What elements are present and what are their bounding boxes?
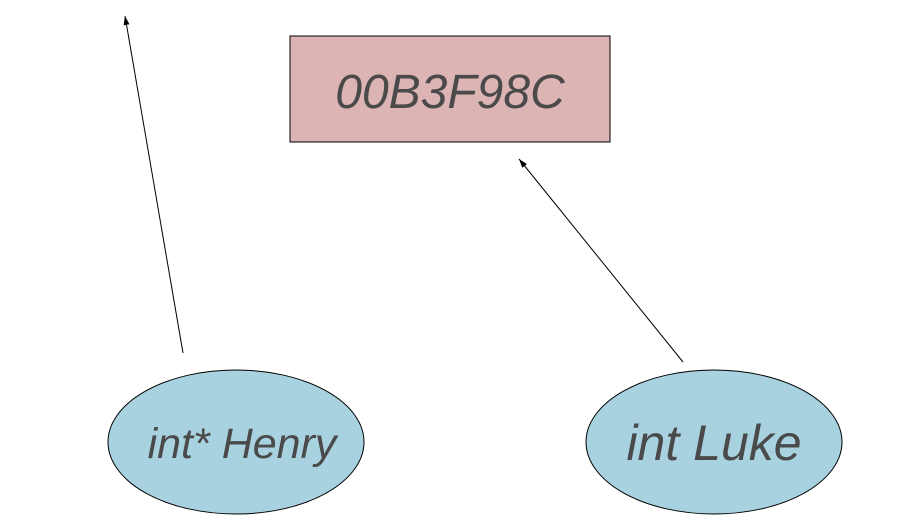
address-box-rect: [289, 35, 611, 143]
henry-label: int* Henry: [148, 420, 339, 468]
address-box-label: 00B3F98C: [335, 66, 565, 119]
luke-node: int Luke: [585, 369, 843, 515]
luke-arrow: [518, 158, 684, 363]
henry-ellipse: [107, 369, 365, 515]
henry-node: int* Henry: [107, 369, 365, 515]
address-box: 00B3F98C: [289, 35, 611, 143]
luke-ellipse: [585, 369, 843, 515]
henry-arrow: [123, 15, 184, 354]
luke-label: int Luke: [626, 415, 801, 471]
